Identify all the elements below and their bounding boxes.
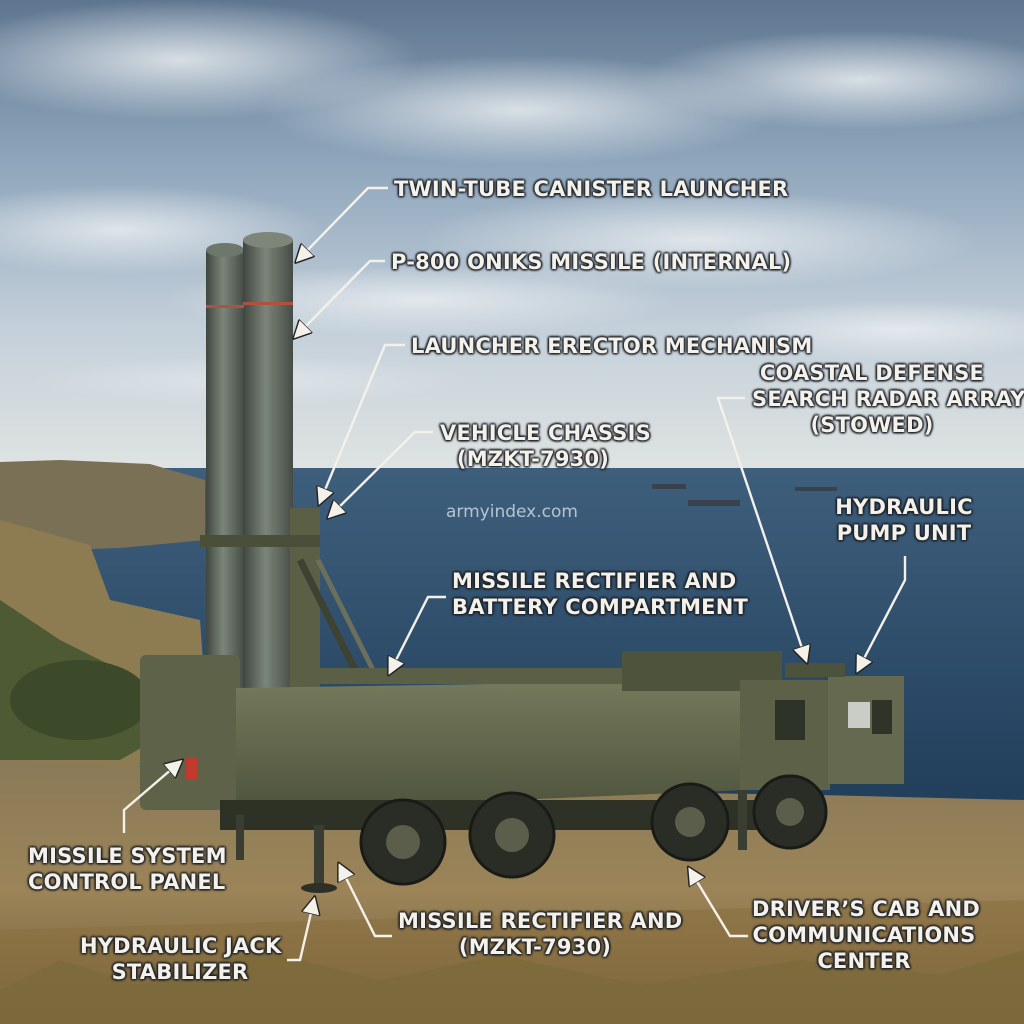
label-cab-line2: COMMUNICATIONS — [752, 923, 976, 947]
label-hydraulic-pump-unit: HYDRAULIC PUMP UNIT — [834, 494, 974, 546]
label-rectifier-bottom-line2: (MZKT-7930) — [458, 935, 612, 959]
label-twin-tube-canister-launcher: TWIN-TUBE CANISTER LAUNCHER — [394, 177, 789, 201]
label-radar-line2: SEARCH RADAR ARRAY — [752, 387, 1024, 411]
label-jack-line1: HYDRAULIC JACK — [80, 934, 282, 958]
label-missile-system-control-panel: MISSILE SYSTEM CONTROL PANEL — [28, 843, 227, 895]
label-coastal-defense-radar: COASTAL DEFENSE SEARCH RADAR ARRAY (STOW… — [752, 360, 1024, 438]
label-rectifier-top-line1: MISSILE RECTIFIER AND — [452, 569, 737, 593]
label-pump-line1: HYDRAULIC — [835, 495, 973, 519]
label-rectifier-bottom-line1: MISSILE RECTIFIER AND — [398, 909, 683, 933]
label-radar-line1: COASTAL DEFENSE — [759, 361, 985, 385]
label-rectifier-top-line2: BATTERY COMPARTMENT — [452, 595, 749, 619]
label-vehicle-chassis: VEHICLE CHASSIS (MZKT-7930) — [440, 420, 651, 472]
label-control-panel-line1: MISSILE SYSTEM — [28, 844, 227, 868]
label-cab-line1: DRIVER’S CAB AND — [752, 897, 981, 921]
label-jack-line2: STABILIZER — [111, 960, 249, 984]
label-pump-line2: PUMP UNIT — [836, 521, 972, 545]
label-p800-oniks-missile: P-800 ONIKS MISSILE (INTERNAL) — [391, 250, 792, 274]
label-vehicle-chassis-line1: VEHICLE CHASSIS — [440, 421, 651, 445]
label-hydraulic-jack-stabilizer: HYDRAULIC JACK STABILIZER — [80, 933, 282, 985]
label-launcher-erector-mechanism: LAUNCHER ERECTOR MECHANISM — [411, 334, 813, 358]
watermark-text: armyindex.com — [446, 502, 578, 522]
label-control-panel-line2: CONTROL PANEL — [28, 870, 226, 894]
label-drivers-cab-communications: DRIVER’S CAB AND COMMUNICATIONS CENTER — [752, 896, 981, 974]
label-missile-rectifier-battery: MISSILE RECTIFIER AND BATTERY COMPARTMEN… — [452, 568, 749, 620]
label-cab-line3: CENTER — [817, 949, 911, 973]
label-vehicle-chassis-line2: (MZKT-7930) — [456, 447, 610, 471]
label-radar-line3: (STOWED) — [810, 413, 934, 437]
label-missile-rectifier-bottom: MISSILE RECTIFIER AND (MZKT-7930) — [398, 908, 683, 960]
